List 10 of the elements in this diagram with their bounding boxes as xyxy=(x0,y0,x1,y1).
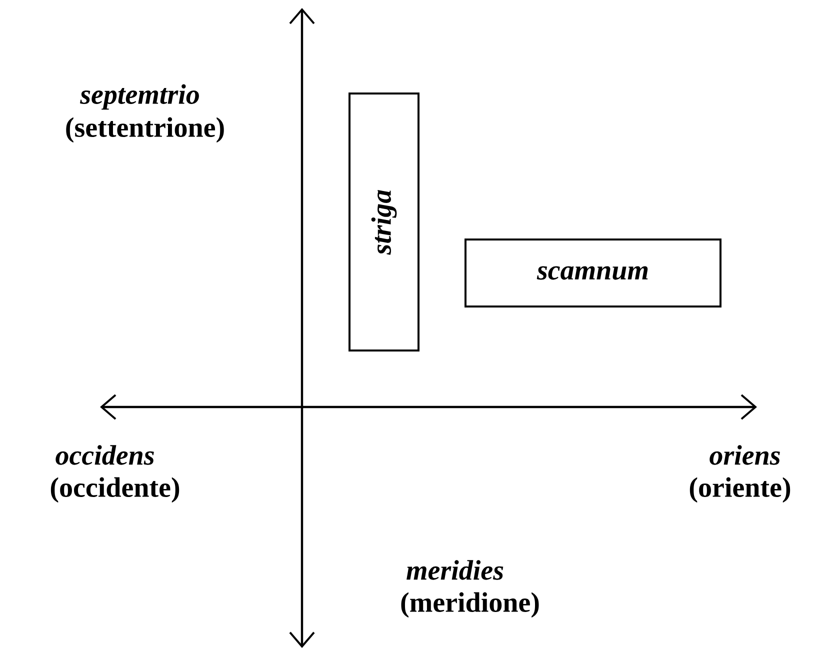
direction-translation: (meridione) xyxy=(401,592,539,618)
direction-translation: (oriente) xyxy=(690,477,790,503)
direction-translation: (settentrione) xyxy=(66,117,224,143)
direction-name: occidens xyxy=(56,445,154,465)
text-box: striga xyxy=(348,92,420,352)
direction-translation: (occidente) xyxy=(50,477,180,503)
direction-name: oriens xyxy=(710,445,780,465)
direction-name: septemtrio xyxy=(80,84,199,110)
text-box: scamnum xyxy=(464,238,722,308)
direction-name: meridies xyxy=(406,560,504,580)
